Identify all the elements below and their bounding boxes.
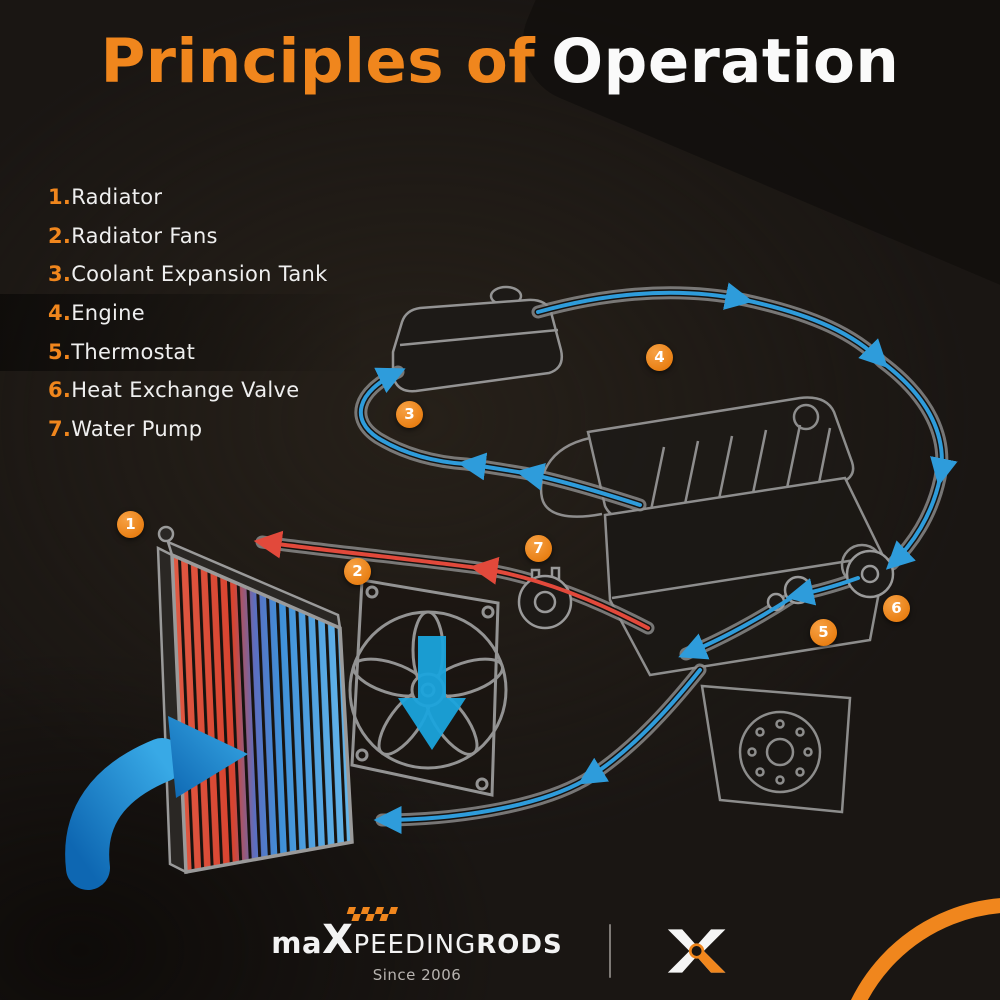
legend-number: 7.: [48, 416, 72, 441]
xr-logo-icon: [667, 928, 726, 973]
legend-label: Radiator Fans: [71, 223, 218, 248]
legend-label: Coolant Expansion Tank: [71, 262, 328, 287]
coolant-flow-cold: [359, 282, 958, 834]
title-accent: Principles of: [100, 26, 536, 97]
checkered-flag-icon: [347, 907, 399, 921]
diagram-badge-radiator: 1: [117, 511, 144, 538]
brand-text-x: X: [322, 917, 354, 963]
thermostat-art: [766, 575, 813, 612]
legend-item-thermostat: 5.Thermostat: [0, 332, 420, 371]
legend-label: Radiator: [71, 185, 163, 210]
brand-text-ma: ma: [271, 926, 323, 960]
legend-number: 3.: [48, 262, 72, 287]
airflow-big-arrow: [65, 716, 248, 890]
radiator-fan-art: [348, 578, 508, 797]
brand-text-rods: RODS: [476, 930, 563, 960]
title-main: Operation: [551, 26, 900, 97]
legend-number: 1.: [48, 185, 72, 210]
legend-number: 2.: [48, 223, 72, 248]
legend-number: 5.: [48, 339, 72, 364]
legend-number: 4.: [48, 301, 72, 326]
coolant-flow-hot: [253, 530, 650, 630]
brand-since: Since 2006: [372, 966, 462, 984]
legend-item-radiator-fans: 2.Radiator Fans: [0, 217, 420, 256]
legend: 1.Radiator 2.Radiator Fans 3.Coolant Exp…: [0, 178, 420, 448]
diagram-badge-heat-exchange-valve: 6: [883, 595, 910, 622]
legend-number: 6.: [48, 378, 72, 403]
legend-item-heat-exchange-valve: 6.Heat Exchange Valve: [0, 371, 420, 410]
airflow-arrow: [398, 636, 466, 750]
legend-item-expansion-tank: 3.Coolant Expansion Tank: [0, 255, 420, 294]
heat-exchange-valve-art: [845, 549, 895, 599]
diagram-badge-radiator-fans: 2: [344, 558, 371, 585]
diagram-badge-water-pump: 7: [525, 535, 552, 562]
brand-text-peeding: PEEDING: [353, 930, 477, 960]
legend-label: Engine: [71, 301, 145, 326]
legend-label: Thermostat: [71, 339, 196, 364]
footer-divider: [608, 923, 611, 978]
radiator-art: [156, 525, 354, 875]
legend-label: Water Pump: [71, 416, 203, 441]
diagram-badge-engine: 4: [646, 344, 673, 371]
water-pump-art: [517, 566, 573, 630]
engine-art: [539, 396, 887, 814]
diagram-badge-thermostat: 5: [810, 619, 837, 646]
legend-item-engine: 4.Engine: [0, 293, 420, 333]
legend-label: Heat Exchange Valve: [71, 378, 300, 403]
legend-item-radiator: 1.Radiator: [0, 178, 420, 217]
legend-item-water-pump: 7.Water Pump: [0, 410, 420, 449]
